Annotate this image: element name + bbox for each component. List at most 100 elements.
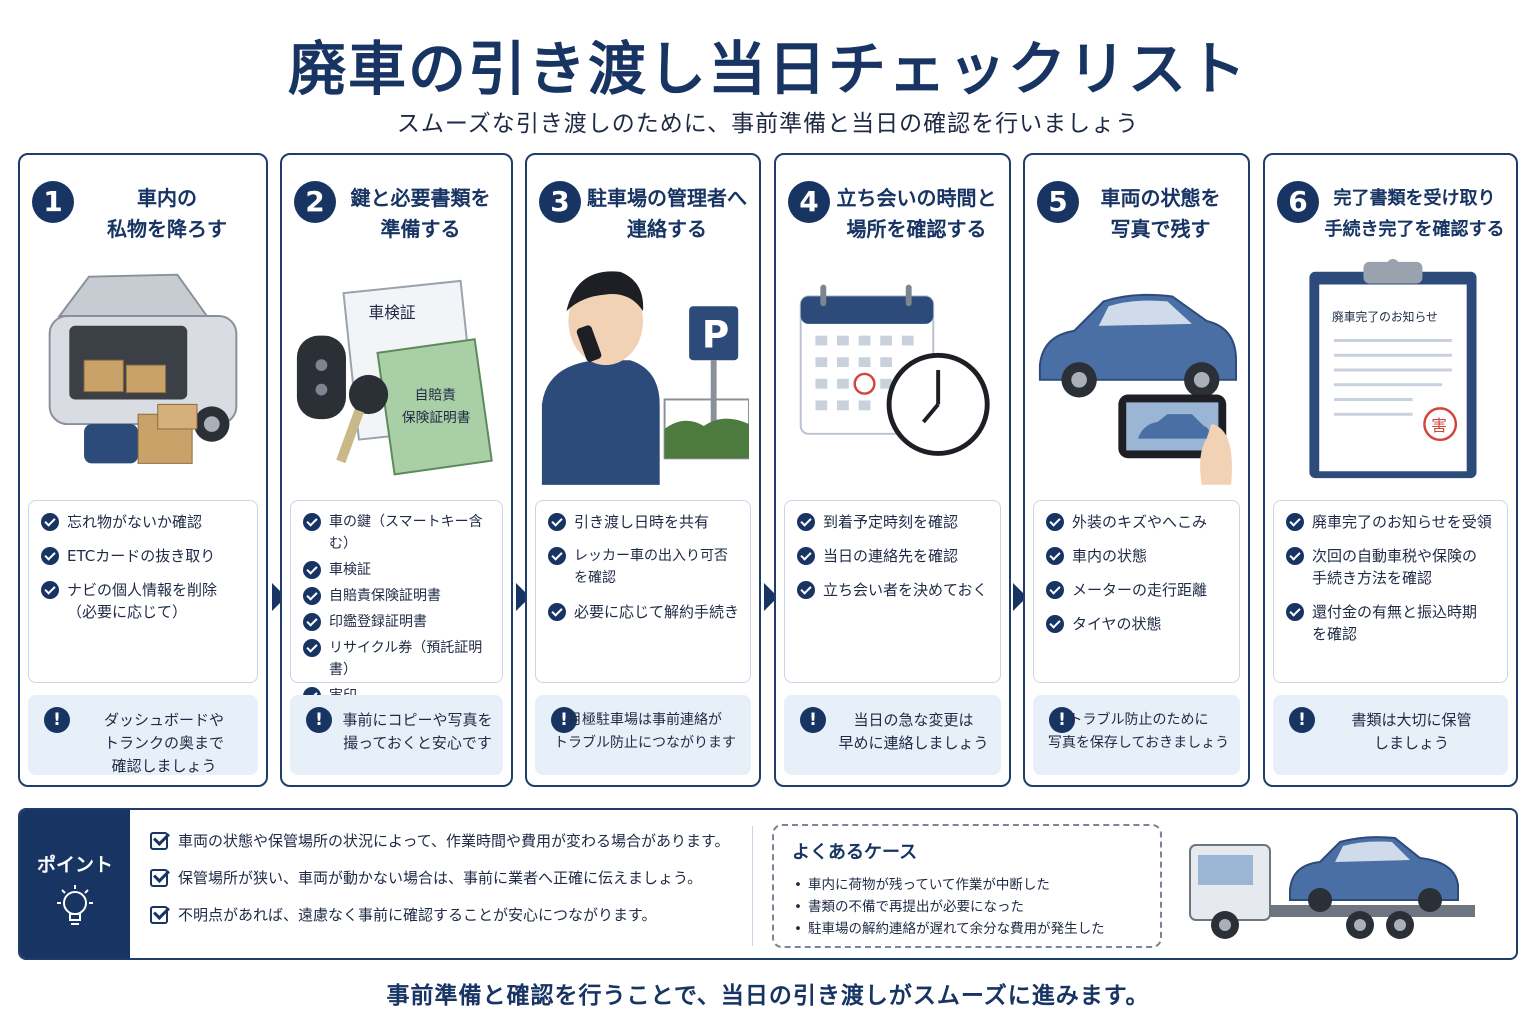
check-circle-icon (303, 513, 321, 531)
step-card-6: 6 完了書類を受け取り 手続き完了を確認する 廃車完了のお知らせ 害 廃車完了の… (1263, 153, 1518, 787)
point-label: ポイント (36, 854, 113, 876)
step-card-4: 4 立ち会いの時間と 場所を確認する 到 (774, 153, 1011, 787)
check-item: 車検証 (301, 559, 492, 581)
point-list: 車両の状態や保管場所の状況によって、作業時間や費用が変わる場合があります。 保管… (148, 830, 748, 941)
check-circle-icon (548, 513, 566, 531)
check-item: 還付金の有無と振込時期 を確認 (1284, 601, 1497, 645)
check-circle-icon (1046, 513, 1064, 531)
check-item: 立ち会い者を決めておく (795, 579, 990, 601)
check-item: 車内の状態 (1044, 545, 1229, 567)
check-item: 必要に応じて解約手続き (546, 601, 740, 623)
step-number: 4 (788, 181, 830, 223)
check-item: レッカー車の出入り可否を確認 (546, 545, 740, 589)
check-item: 外装のキズやへこみ (1044, 511, 1229, 533)
check-list: 忘れ物がないか確認 ETCカードの抜き取り ナビの個人情報を削除 （必要に応じて… (28, 500, 258, 683)
check-circle-icon (1046, 547, 1064, 565)
exclamation-icon: ! (1289, 707, 1315, 733)
exclamation-icon: ! (44, 707, 70, 733)
tow-truck-illustration (1189, 836, 1475, 939)
point-item: 保管場所が狭い、車両が動かない場合は、事前に業者へ正確に伝えましょう。 (148, 867, 748, 889)
step-card-2: 2 鍵と必要書類を 準備する 車検証 自賠責 保険証明書 車の鍵（スマートキー含… (280, 153, 513, 787)
exclamation-icon: ! (1049, 707, 1075, 733)
check-circle-icon (1046, 581, 1064, 599)
note-text: 事前にコピーや写真を 撮っておくと安心です (342, 711, 493, 752)
step-title: 車内の 私物を降ろす (107, 186, 227, 241)
step-card-3: 3 駐車場の管理者へ 連絡する P 引き渡し日時を共有 レッカー車の出入り可否を… (525, 153, 761, 787)
check-circle-icon (303, 639, 321, 657)
step-note: ! 当日の急な変更は 早めに連絡しましょう (784, 695, 1001, 775)
check-circle-icon (41, 581, 59, 599)
point-item: 不明点があれば、遠慮なく事前に確認することが安心につながります。 (148, 904, 748, 926)
check-list: 外装のキズやへこみ 車内の状態 メーターの走行距離 タイヤの状態 (1033, 500, 1240, 683)
step-note: ! ダッシュボードや トランクの奥まで 確認しましょう (28, 695, 258, 775)
step-header: 3 駐車場の管理者へ 連絡する (537, 171, 751, 241)
case-item: 書類の不備で再提出が必要になった (792, 896, 1142, 918)
step-number: 6 (1277, 181, 1319, 223)
keys-documents-illustration: 車検証 自賠責 保険証明書 (292, 255, 501, 487)
check-item: 当日の連絡先を確認 (795, 545, 990, 567)
check-circle-icon (797, 513, 815, 531)
step-title: 駐車場の管理者へ 連絡する (587, 186, 747, 241)
cases-title: よくあるケース (792, 842, 918, 863)
check-circle-icon (548, 603, 566, 621)
exclamation-icon: ! (306, 707, 332, 733)
check-item: メーターの走行距離 (1044, 579, 1229, 601)
check-item: ETCカードの抜き取り (39, 545, 247, 567)
check-item: リサイクル券（預託証明書） (301, 637, 492, 681)
check-circle-icon (797, 547, 815, 565)
step-card-1: 1 車内の 私物を降ろす 忘れ物がないか確認 ETCカードの抜き取り ナビの個人… (18, 153, 268, 787)
page-title: 廃車の引き渡し当日チェックリスト (287, 35, 1248, 103)
check-list: 廃車完了のお知らせを受領 次回の自動車税や保険の 手続き方法を確認 還付金の有無… (1273, 500, 1508, 683)
step-header: 1 車内の 私物を降ろす (30, 171, 258, 241)
check-circle-icon (1286, 603, 1304, 621)
note-text: ダッシュボードや トランクの奥まで 確認しましょう (103, 711, 224, 775)
step-header: 4 立ち会いの時間と 場所を確認する (786, 171, 1001, 241)
point-item: 車両の状態や保管場所の状況によって、作業時間や費用が変わる場合があります。 (148, 830, 748, 852)
exclamation-icon: ! (800, 707, 826, 733)
checkbox-icon (150, 906, 168, 924)
page-subtitle: スムーズな引き渡しのために、事前準備と当日の確認を行いましょう (396, 111, 1140, 137)
note-text: 月極駐車場は事前連絡が トラブル防止につながります (554, 712, 736, 751)
case-item: 車内に荷物が残っていて作業が中断した (792, 874, 1142, 896)
step-number: 1 (32, 181, 74, 223)
steps-container: 1 車内の 私物を降ろす 忘れ物がないか確認 ETCカードの抜き取り ナビの個人… (18, 153, 1518, 787)
check-list: 引き渡し日時を共有 レッカー車の出入り可否を確認 必要に応じて解約手続き (535, 500, 751, 683)
check-circle-icon (1286, 547, 1304, 565)
check-circle-icon (303, 561, 321, 579)
step-card-5: 5 車両の状態を 写真で残す 外装のキズやへこみ 車内の状態 メーターの走行距離… (1023, 153, 1250, 787)
check-circle-icon (303, 613, 321, 631)
check-circle-icon (41, 513, 59, 531)
lightbulb-icon (57, 885, 93, 925)
check-item: ナビの個人情報を削除 （必要に応じて） (39, 579, 247, 623)
suv-trunk-illustration (30, 255, 256, 487)
check-circle-icon (797, 581, 815, 599)
step-number: 3 (539, 181, 581, 223)
step-note: ! トラブル防止のために 写真を保存しておきましょう (1033, 695, 1240, 775)
note-text: トラブル防止のために 写真を保存しておきましょう (1047, 712, 1230, 751)
step-header: 2 鍵と必要書類を 準備する (292, 171, 503, 241)
step-number: 2 (294, 181, 336, 223)
svg-text:保険証明書: 保険証明書 (402, 410, 471, 426)
car-photo-illustration (1035, 255, 1238, 487)
check-circle-icon (1046, 615, 1064, 633)
doc-shaken-label: 車検証 (369, 303, 416, 322)
check-circle-icon (303, 587, 321, 605)
check-item: 廃車完了のお知らせを受領 (1284, 511, 1497, 533)
check-circle-icon (41, 547, 59, 565)
common-cases-box: よくあるケース 車内に荷物が残っていて作業が中断した 書類の不備で再提出が必要に… (772, 824, 1162, 948)
point-section: ポイント 車両の状態や保管場所の状況によって、作業時間や費用が変わる場合がありま… (18, 808, 1518, 960)
checkbox-icon (150, 832, 168, 850)
check-list: 到着予定時刻を確認 当日の連絡先を確認 立ち会い者を決めておく (784, 500, 1001, 683)
check-item: 到着予定時刻を確認 (795, 511, 990, 533)
note-text: 書類は大切に保管 しましょう (1351, 711, 1472, 752)
case-item: 駐車場の解約連絡が遅れて余分な費用が発生した (792, 918, 1142, 940)
check-circle-icon (548, 547, 566, 565)
check-item: 引き渡し日時を共有 (546, 511, 740, 533)
check-item: 忘れ物がないか確認 (39, 511, 247, 533)
step-note: ! 書類は大切に保管 しましょう (1273, 695, 1508, 775)
clipboard-document-illustration: 廃車完了のお知らせ 害 (1275, 255, 1506, 487)
step-title: 完了書類を受け取り 手続き完了を確認する (1324, 188, 1505, 240)
completion-notice-label: 廃車完了のお知らせ (1332, 310, 1438, 324)
step-note: ! 事前にコピーや写真を 撮っておくと安心です (290, 695, 503, 775)
divider (752, 826, 753, 946)
